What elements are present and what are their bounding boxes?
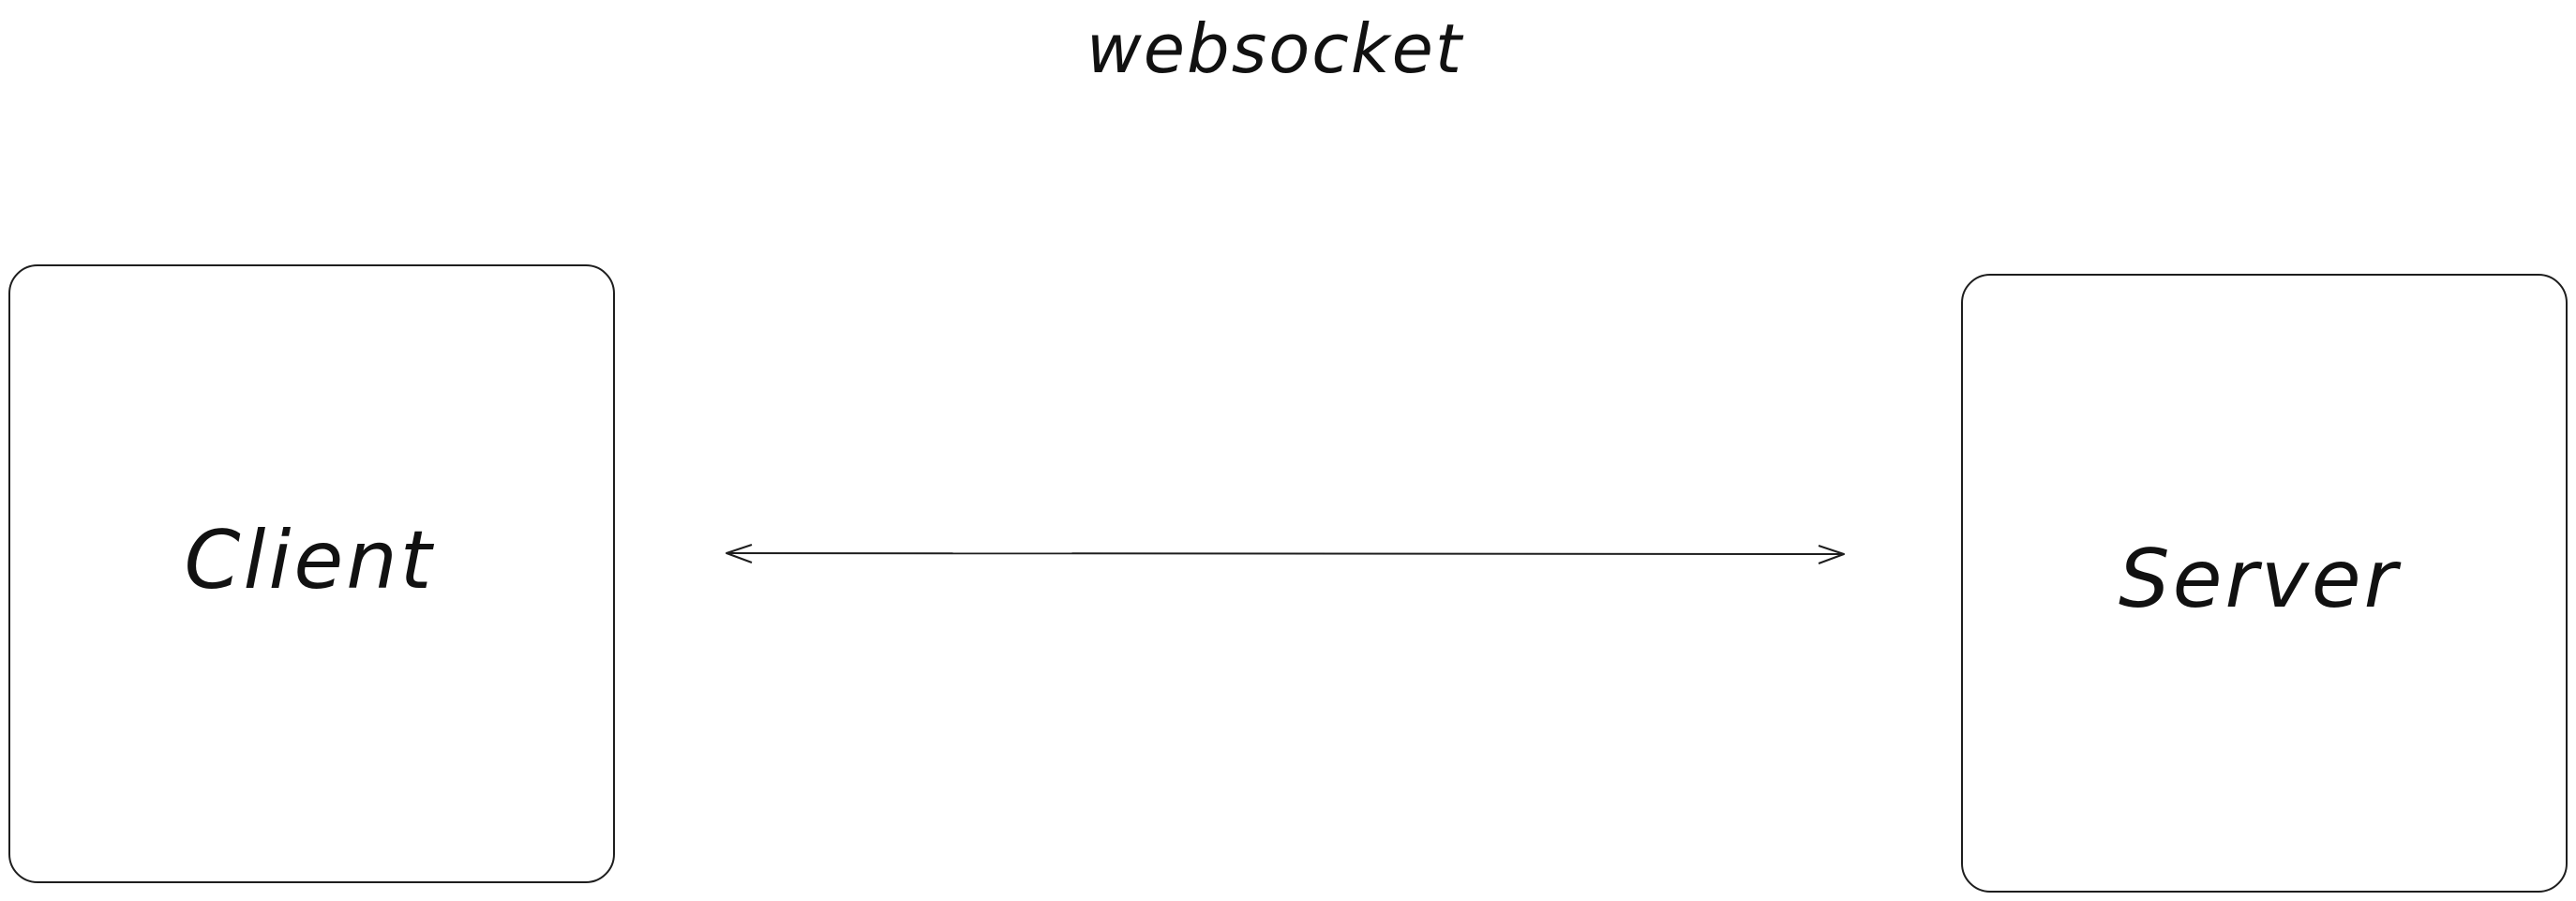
- diagram-title: websocket: [1086, 9, 1464, 88]
- client-label: Client: [184, 514, 435, 608]
- server-box[interactable]: [1961, 274, 2568, 893]
- server-label: Server: [2118, 533, 2401, 626]
- connector-line: [726, 552, 1845, 555]
- arrow-head-left-icon: [726, 544, 753, 563]
- arrow-head-right-icon: [1818, 545, 1845, 564]
- bidirectional-arrow[interactable]: [726, 544, 1845, 564]
- client-box[interactable]: [8, 264, 615, 883]
